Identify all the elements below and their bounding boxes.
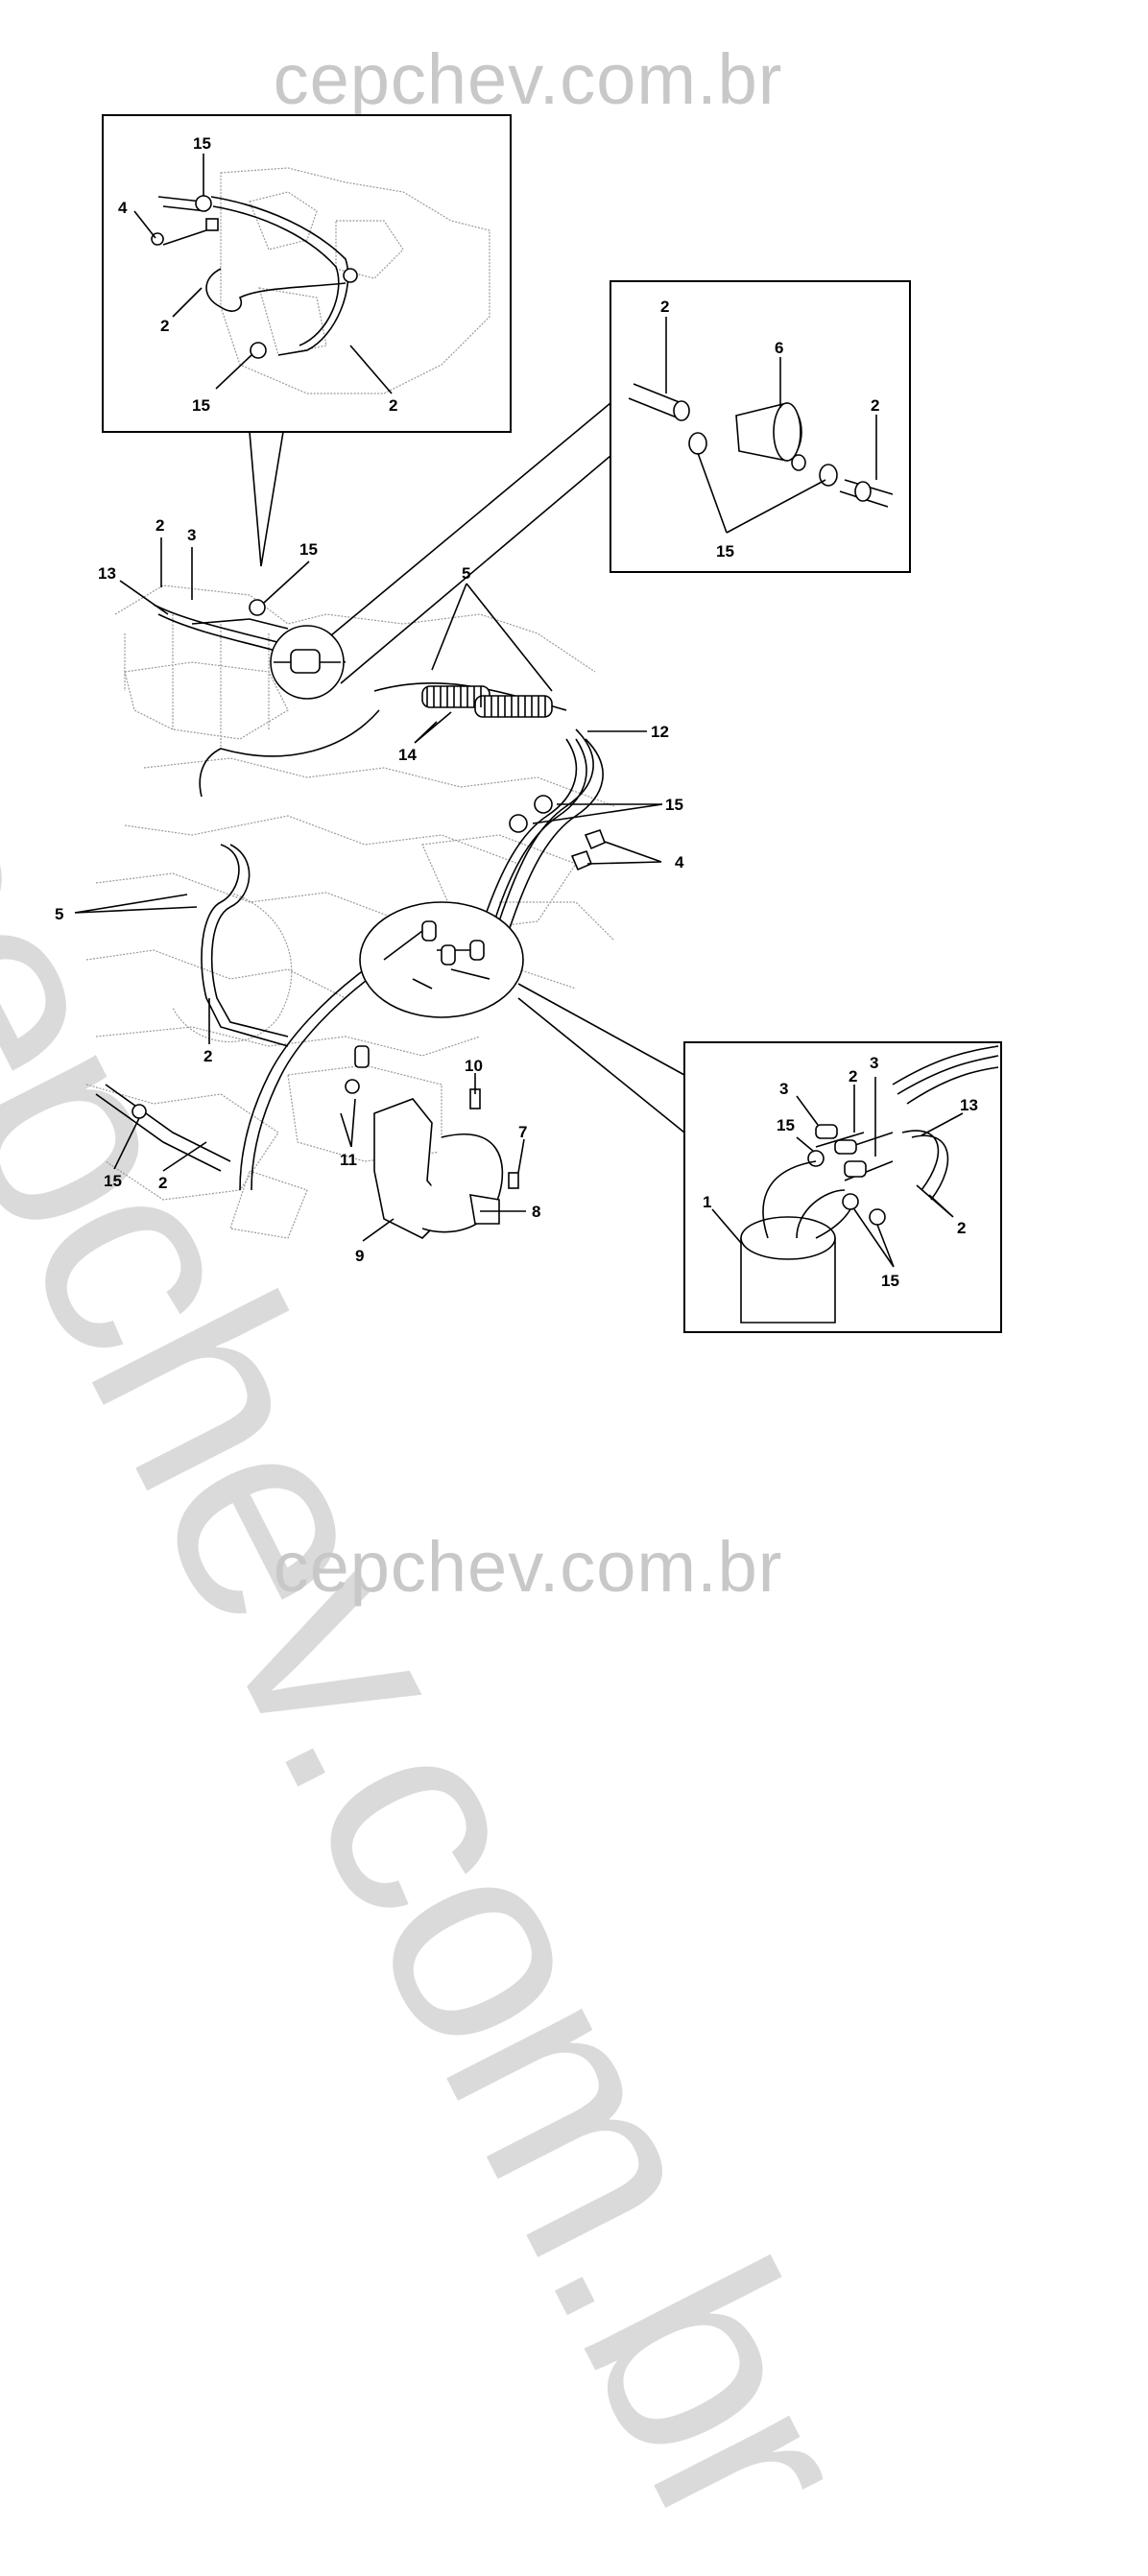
callout-9: 9 xyxy=(355,1247,364,1265)
callout-labels-inset-canister: 3 2 3 13 15 1 2 15 xyxy=(703,1054,978,1290)
callout-2: 2 xyxy=(155,516,164,535)
callout-2: 2 xyxy=(158,1174,167,1192)
callout-labels-inset-filter: 2 6 2 15 xyxy=(660,298,879,561)
callout-15: 15 xyxy=(104,1172,122,1190)
callout-8: 8 xyxy=(532,1203,540,1221)
callout-10: 10 xyxy=(465,1057,483,1075)
callout-2: 2 xyxy=(957,1219,966,1237)
callout-labels-main: 2 3 13 15 5 12 14 15 4 5 2 10 7 11 15 2 … xyxy=(55,516,684,1265)
watermark-top: cepchev.com.br xyxy=(273,39,783,119)
fuel-lines-main xyxy=(95,604,604,1191)
fuel-line-exploded-diagram: 15 4 2 15 2 2 6 2 15 3 2 3 13 15 1 2 15 … xyxy=(55,114,1002,1333)
callout-6: 6 xyxy=(775,339,783,357)
callout-15: 15 xyxy=(716,542,734,561)
callout-labels-inset-carburetor: 15 4 2 15 2 xyxy=(118,134,397,415)
callout-2: 2 xyxy=(160,317,169,335)
callout-7: 7 xyxy=(518,1123,527,1141)
inset-canister xyxy=(683,1041,1002,1333)
callout-2: 2 xyxy=(849,1067,857,1085)
callout-15: 15 xyxy=(881,1272,899,1290)
callout-3: 3 xyxy=(779,1080,788,1098)
callout-5: 5 xyxy=(462,564,470,583)
callout-15: 15 xyxy=(192,396,210,415)
inset-fuel-filter xyxy=(610,280,911,573)
callout-2: 2 xyxy=(203,1047,212,1065)
callout-11: 11 xyxy=(340,1151,357,1169)
callout-13: 13 xyxy=(98,564,116,583)
clamps-main xyxy=(132,599,607,1189)
callout-1: 1 xyxy=(703,1193,711,1211)
callout-4: 4 xyxy=(675,853,684,871)
watermark-bottom: cepchev.com.br xyxy=(273,1527,783,1607)
hose-protector-sleeves xyxy=(421,685,553,718)
callout-3: 3 xyxy=(870,1054,878,1072)
callout-15: 15 xyxy=(193,134,211,153)
callout-13: 13 xyxy=(960,1096,978,1114)
callout-2: 2 xyxy=(660,298,669,316)
canister-bracket xyxy=(373,1098,504,1239)
callout-15: 15 xyxy=(665,796,683,814)
leader-lines xyxy=(74,154,964,1268)
engine-line-art xyxy=(85,584,615,1239)
callout-14: 14 xyxy=(398,746,417,764)
callout-2: 2 xyxy=(871,396,879,415)
callout-4: 4 xyxy=(118,199,128,217)
callout-5: 5 xyxy=(55,905,63,923)
inset-carburetor xyxy=(102,114,512,433)
callout-15: 15 xyxy=(777,1116,795,1134)
callout-15: 15 xyxy=(299,540,318,559)
callout-2: 2 xyxy=(389,396,397,415)
callout-12: 12 xyxy=(651,723,669,741)
callout-3: 3 xyxy=(187,526,196,544)
